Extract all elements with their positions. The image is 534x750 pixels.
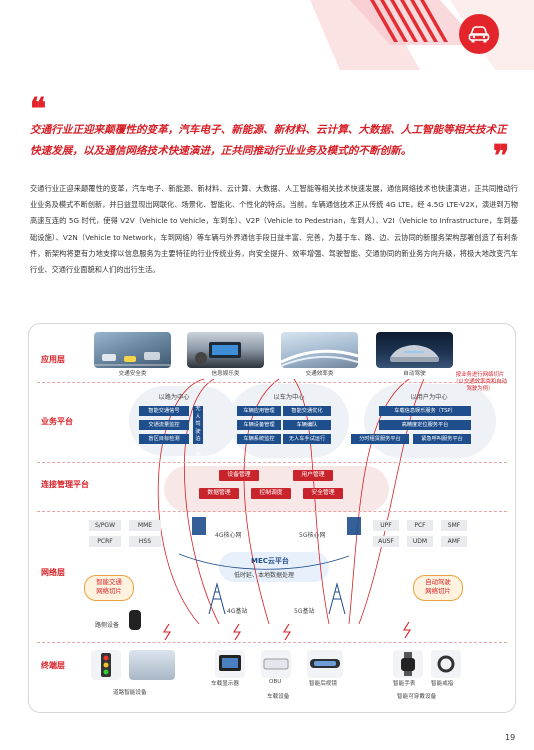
divider — [37, 642, 507, 643]
app-caption: 交通安全类 — [118, 371, 147, 377]
user-service: 分时租赁服务平台 — [351, 434, 409, 444]
core-5g-item: AMF — [441, 536, 467, 547]
slice-right-line: 网络切片 — [425, 587, 451, 595]
label-network-layer: 网络层 — [41, 568, 65, 577]
device-label: 智能戒指 — [431, 681, 454, 687]
architecture-diagram: 应用层 业务平台 连接管理平台 网络层 终端层 交通安全类 信息娱乐类 交通效率… — [28, 323, 516, 713]
slice-autonomous: 自动驾驶 网络切片 — [413, 575, 463, 601]
road-service: 盲区目标检测 — [139, 434, 189, 444]
label-terminal-layer: 终端层 — [41, 661, 65, 670]
connect-item: 数据管理 — [199, 488, 239, 499]
core-5g-item: UPF — [373, 520, 399, 531]
connect-item: 用户管理 — [293, 470, 333, 481]
core-4g-item: PCRF — [89, 536, 121, 547]
car-display-device — [215, 650, 245, 678]
user-service: 车载信息娱乐服务（TSP） — [379, 406, 471, 416]
app-photo-infotainment — [187, 332, 264, 368]
core-5g-item: PCF — [407, 520, 433, 531]
core-4g-label: 4G核心网 — [215, 532, 242, 539]
label-connect-layer: 连接管理平台 — [41, 480, 89, 489]
zone-user-title: 以用户为中心 — [410, 394, 448, 401]
car-service: 车辆系统监控 — [237, 434, 281, 444]
unmanned-parking-service: 无人驾驶泊车场 — [193, 406, 203, 458]
app-photo-efficiency — [281, 332, 358, 368]
core-5g-item: UDM — [407, 536, 433, 547]
mec-subtitle: 低时延、本地数据处理 — [234, 572, 295, 579]
core-4g-item: HSS — [129, 536, 161, 547]
divider — [37, 462, 507, 463]
page-number: 19 — [505, 733, 516, 742]
close-quote-icon: ❞ — [493, 139, 510, 174]
device-label: 智能后视镜 — [309, 681, 337, 687]
user-service: 紧急呼叫服务平台 — [413, 434, 471, 444]
app-photo-safety — [94, 332, 171, 368]
label-app-layer: 应用层 — [41, 355, 65, 364]
mec-title: MEC云平台 — [251, 557, 289, 565]
rearview-device — [307, 650, 343, 678]
app-caption: 信息娱乐类 — [211, 371, 240, 377]
open-quote-icon: ❝ — [30, 92, 47, 127]
device-group-label: 道路智能设备 — [113, 690, 147, 696]
user-service: 高精度定位服务平台 — [379, 420, 471, 430]
divider — [37, 382, 507, 383]
slice-left-line: 网络切片 — [96, 587, 122, 595]
device-label: 车载显示器 — [211, 681, 239, 687]
smart-ring-device — [431, 650, 461, 678]
car-service: 车辆设备管理 — [237, 420, 281, 430]
smart-watch-device — [393, 650, 423, 678]
slice-annotation: 按业务进行网络切片（以交通效率类和自动驾驶为例） — [453, 372, 507, 392]
car-service: 车辆应用管理 — [237, 406, 281, 416]
core-4g-item: S/PGW — [89, 520, 121, 531]
header-decoration — [310, 0, 534, 70]
core-5g-label: 5G核心网 — [299, 532, 326, 539]
app-caption: 自动驾驶 — [403, 371, 426, 377]
road-service: 交通流量监控 — [139, 420, 189, 430]
core-4g-item: MME — [129, 520, 161, 531]
roadside-unit — [129, 610, 141, 630]
connect-item: 安全管理 — [303, 488, 343, 499]
connect-item: 控制调度 — [251, 488, 291, 499]
device-label: 智能手表 — [393, 681, 416, 687]
slice-right-line: 自动驾驶 — [425, 578, 451, 586]
device-group-label: 车载设备 — [267, 694, 290, 700]
label-business-layer: 业务平台 — [41, 417, 73, 426]
device-group-label: 智能可穿戴设备 — [397, 694, 437, 700]
device-label: OBU — [269, 679, 282, 685]
car-icon — [468, 26, 490, 43]
connection-lines — [157, 378, 425, 641]
car-icon-badge — [459, 14, 499, 54]
core-5g-item: AUSF — [373, 536, 399, 547]
app-caption: 交通效率类 — [305, 371, 334, 377]
bs-4g-label: 4G基站 — [227, 608, 248, 615]
divider — [37, 511, 507, 512]
road-camera-device — [129, 650, 175, 680]
traffic-light-device — [91, 650, 121, 680]
slice-smart-traffic: 智能交通 网络切片 — [84, 575, 134, 601]
mec-cloud — [219, 552, 329, 582]
car-service: 车辆编队 — [283, 420, 331, 430]
zone-car-title: 以车为中心 — [273, 394, 305, 401]
app-photo-autonomous — [376, 332, 453, 368]
slice-left-line: 智能交通 — [96, 578, 122, 586]
zone-road-title: 以路为中心 — [158, 394, 190, 401]
bs-5g-label: 5G基站 — [294, 608, 315, 615]
obu-device — [261, 650, 291, 678]
connect-item: 设备管理 — [219, 470, 259, 481]
body-paragraph: 交通行业正迎来颠覆性的变革，汽车电子、新能源、新材料、云计算、大数据、人工智能等… — [30, 184, 518, 275]
car-service: 无人车手试运行 — [283, 434, 331, 444]
core-5g-item: SMF — [441, 520, 467, 531]
pull-quote: 交通行业正迎来颠覆性的变革，汽车电子、新能源、新材料、云计算、大数据、人工智能等… — [30, 124, 507, 157]
car-service: 智能交通优化 — [283, 406, 331, 416]
road-service: 智能交通信号 — [139, 406, 189, 416]
roadside-label: 路侧设备 — [95, 622, 120, 629]
